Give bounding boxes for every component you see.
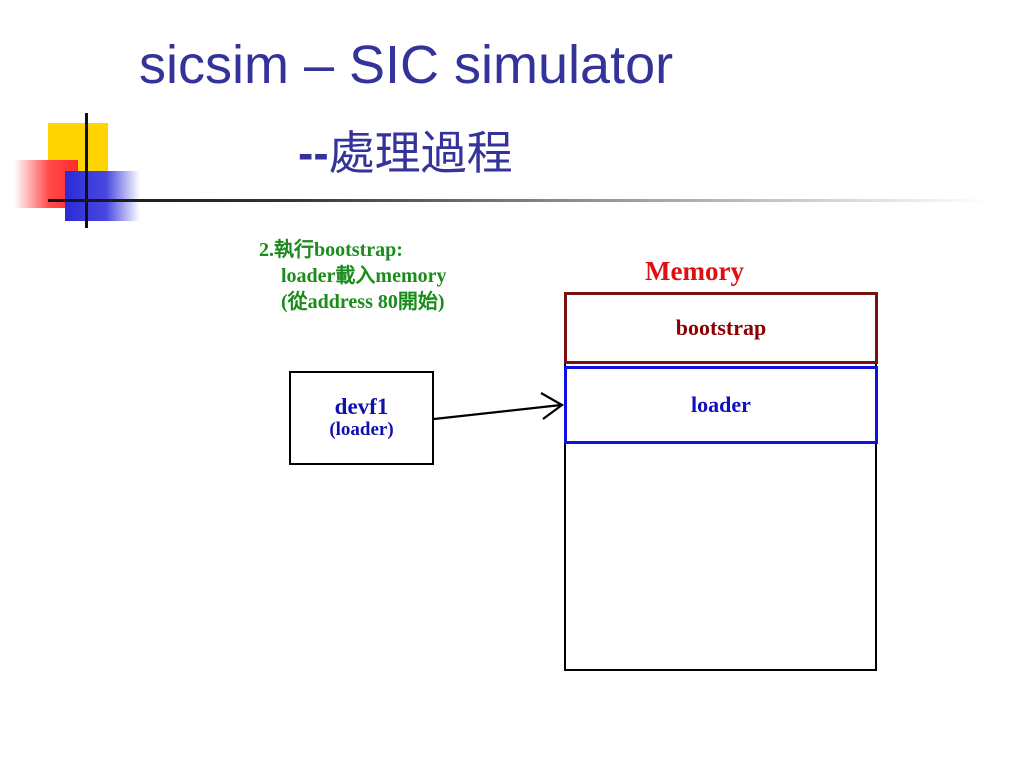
slide-subtitle: --處理過程 [298,130,513,176]
step-description: 2.執行bootstrap: loader載入memory (從address … [259,237,447,315]
device-name: devf1 [334,394,389,419]
bootstrap-label: bootstrap [675,315,767,340]
title-underline [48,199,988,202]
logo-vertical-line [85,113,88,228]
arrow-head [540,392,565,420]
memory-label: Memory [645,256,744,286]
step-line-1: 2.執行bootstrap: [259,239,403,261]
device-box: devf1 (loader) [289,371,434,465]
subtitle-dashes: -- [298,127,329,179]
memory-segment-bootstrap: bootstrap [564,292,878,364]
device-subtitle: (loader) [329,419,394,440]
step-line-2: loader載入memory [281,265,447,287]
logo-blue-square [65,171,140,221]
arrow-shaft [433,403,562,421]
slide-title: sicsim – SIC simulator [139,35,674,95]
step-line-3: (從address 80開始) [281,291,445,313]
loader-label: loader [691,392,751,417]
memory-segment-loader: loader [564,366,878,444]
subtitle-text: 處理過程 [328,127,513,179]
